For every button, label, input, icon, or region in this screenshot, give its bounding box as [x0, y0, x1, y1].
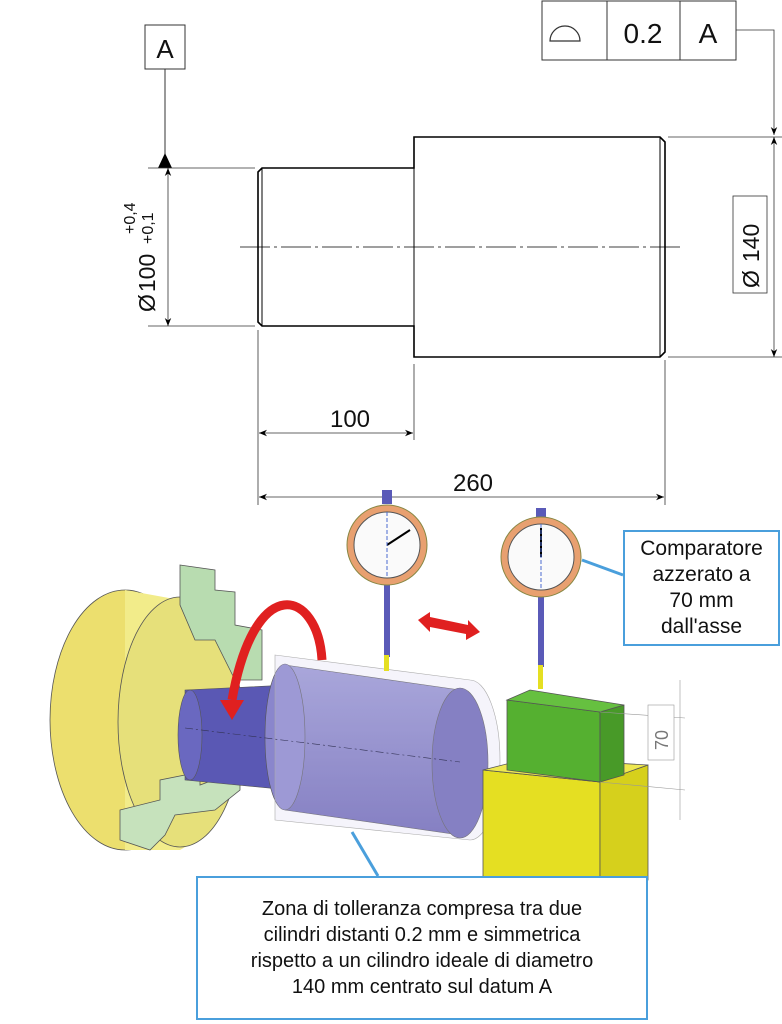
- svg-text:Ø140: Ø 140: [738, 224, 764, 288]
- fcf-tolerance: 0.2: [624, 18, 663, 49]
- dim-height-70: 70: [599, 680, 686, 820]
- tol-upper: +0,4: [122, 202, 139, 234]
- callout-line: 140 mm centrato sul datum A: [291, 976, 553, 998]
- dim-value: 70: [652, 730, 672, 750]
- callout-line: azzerato a: [652, 563, 751, 586]
- tol-lower: +0,1: [140, 212, 157, 244]
- datum-label: A: [156, 34, 174, 64]
- lathe-chuck: [49, 564, 263, 851]
- rotation-arrow-icon: [220, 600, 327, 720]
- callout-leader: [581, 558, 624, 577]
- callout-line: rispetto a un cilindro ideale di diametr…: [250, 950, 594, 972]
- diameter-symbol: Ø: [738, 270, 764, 288]
- tolerance-zone-callout: Zona di tolleranza compresa tra due cili…: [196, 876, 648, 1020]
- move-arrow-icon: [418, 612, 480, 640]
- dim-length-260: 260: [259, 360, 666, 505]
- callout-line: Comparatore: [640, 537, 763, 560]
- callout-leader: [350, 831, 380, 877]
- feature-control-frame: 0.2 A: [541, 0, 778, 135]
- callout-line: dall'asse: [660, 615, 743, 638]
- dim-value: 260: [453, 470, 493, 497]
- fcf-datum: A: [699, 18, 718, 49]
- dim-value: 100: [134, 254, 160, 292]
- dim-length-100: 100: [257, 330, 415, 505]
- workpiece: [177, 654, 501, 841]
- profile-surface-icon: [549, 25, 581, 42]
- callout-line: 70 mm: [669, 589, 734, 612]
- datum-feature-a: A: [144, 24, 186, 168]
- svg-text:Ø100: Ø 100: [134, 254, 160, 312]
- datum-triangle-icon: [158, 153, 172, 168]
- diameter-symbol: Ø: [134, 294, 160, 312]
- gauge-callout: Comparatore azzerato a 70 mm dall'asse: [623, 530, 780, 646]
- dial-indicator-right: [500, 508, 582, 689]
- part-drawing: [240, 136, 680, 358]
- dim-value: 140: [738, 224, 764, 262]
- callout-line: cilindri distanti 0.2 mm e simmetrica: [263, 924, 581, 946]
- dim-diameter-140: Ø 140: [668, 136, 782, 358]
- gauge-block: [482, 689, 649, 881]
- callout-line: Zona di tolleranza compresa tra due: [261, 898, 583, 920]
- dim-diameter-100: Ø 100 +0,1 +0,4: [122, 167, 255, 327]
- dial-indicator-left: [346, 490, 428, 671]
- dim-value: 100: [330, 406, 370, 433]
